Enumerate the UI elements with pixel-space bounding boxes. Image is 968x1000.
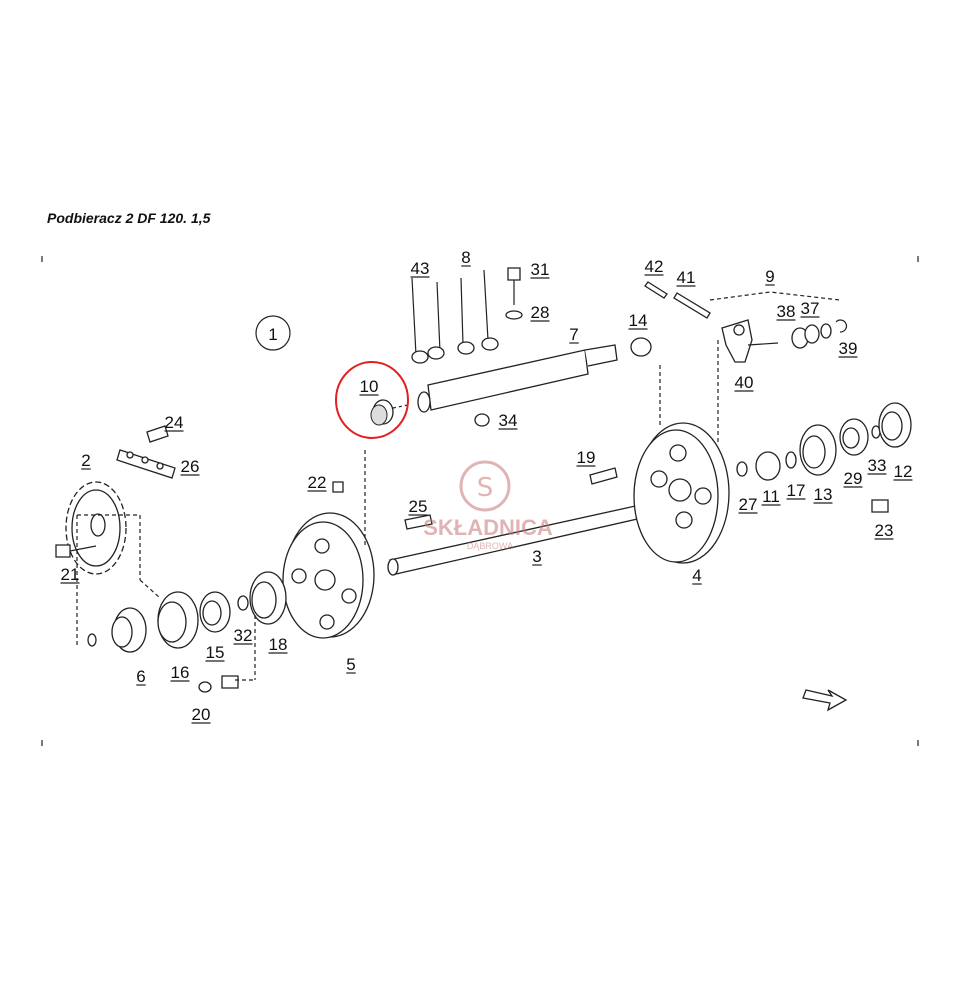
callout-33: 33 — [868, 456, 887, 475]
pins-42-41 — [644, 281, 711, 319]
callout-9: 9 — [765, 267, 774, 286]
callout-28: 28 — [531, 303, 550, 322]
callout-23: 23 — [875, 521, 894, 540]
crank-arm-40 — [721, 319, 779, 363]
hub-6 — [111, 607, 147, 653]
disc-4 — [633, 422, 730, 564]
bolt-31 — [505, 267, 523, 320]
direction-arrow-icon — [802, 689, 848, 712]
key-19 — [589, 467, 618, 485]
callout-11: 11 — [762, 487, 780, 506]
callout-4: 4 — [692, 566, 701, 585]
callout-7: 7 — [569, 325, 578, 344]
callout-13: 13 — [814, 485, 833, 504]
callout-14: 14 — [629, 311, 648, 330]
callout-34: 34 — [499, 411, 518, 430]
nipple-22 — [332, 481, 344, 493]
callout-41: 41 — [677, 268, 696, 287]
callout-3: 3 — [532, 547, 541, 566]
callout-6: 6 — [136, 667, 145, 686]
roller-38-37 — [791, 319, 848, 349]
callout-19: 19 — [577, 448, 596, 467]
disc-5 — [282, 512, 375, 639]
diagram-title: Podbieracz 2 DF 120. 1,5 — [47, 210, 211, 226]
highlight-ring — [335, 361, 409, 439]
callout-24: 24 — [165, 413, 184, 432]
callout-27: 27 — [739, 495, 758, 514]
cover-16 — [249, 571, 287, 625]
callout-8: 8 — [461, 248, 470, 267]
watermark: S SKŁADNICA DĄBROWA — [423, 460, 553, 551]
washer-18 — [198, 681, 212, 693]
callout-17: 17 — [787, 481, 806, 500]
nut-34 — [474, 413, 490, 427]
cover-12 — [878, 402, 912, 448]
ring-33-left — [87, 633, 97, 647]
callout-38: 38 — [777, 302, 796, 321]
key-25 — [404, 514, 433, 530]
figure-number: 1 — [268, 325, 277, 344]
callout-16: 16 — [171, 663, 190, 682]
frame-marks — [41, 256, 919, 746]
callout-10: 10 — [360, 377, 379, 396]
bolt-23 — [871, 499, 889, 513]
figure-number-badge: 1 — [255, 315, 291, 351]
callout-32: 32 — [234, 626, 253, 645]
callout-22: 22 — [308, 473, 327, 492]
bushing-14 — [630, 337, 652, 357]
tine-bars — [411, 269, 499, 364]
callout-26: 26 — [181, 457, 200, 476]
callout-20: 20 — [192, 705, 211, 724]
bushing-11 — [755, 451, 781, 481]
tube-7 — [417, 344, 618, 413]
callout-21: 21 — [61, 565, 80, 584]
leader-lines — [76, 291, 841, 681]
chain-24-26 — [116, 425, 176, 479]
callout-37: 37 — [801, 299, 820, 318]
callout-2: 2 — [81, 451, 90, 470]
sprocket-2 — [65, 481, 127, 575]
housing-13 — [799, 424, 837, 476]
callout-12: 12 — [894, 462, 913, 481]
bolt-21 — [55, 544, 97, 558]
callout-40: 40 — [735, 373, 754, 392]
callout-29: 29 — [844, 469, 863, 488]
callout-42: 42 — [645, 257, 664, 276]
bolt-20 — [221, 675, 239, 689]
bearing-29 — [839, 418, 869, 456]
bearing-housing-16 — [157, 591, 199, 649]
watermark-symbol: S — [477, 473, 494, 503]
callout-25: 25 — [409, 497, 428, 516]
callout-39: 39 — [839, 339, 858, 358]
bushing-10 — [370, 399, 409, 426]
callout-43: 43 — [411, 259, 430, 278]
watermark-subtext: DĄBROWA — [467, 541, 513, 551]
callout-5: 5 — [346, 655, 355, 674]
ring-17 — [785, 451, 797, 469]
watermark-text: SKŁADNICA — [423, 515, 553, 540]
ring-32 — [237, 595, 249, 611]
ring-27 — [736, 461, 748, 477]
callout-15: 15 — [206, 643, 225, 662]
callout-18: 18 — [269, 635, 288, 654]
bearing-15 — [199, 591, 231, 633]
callout-31: 31 — [531, 260, 550, 279]
